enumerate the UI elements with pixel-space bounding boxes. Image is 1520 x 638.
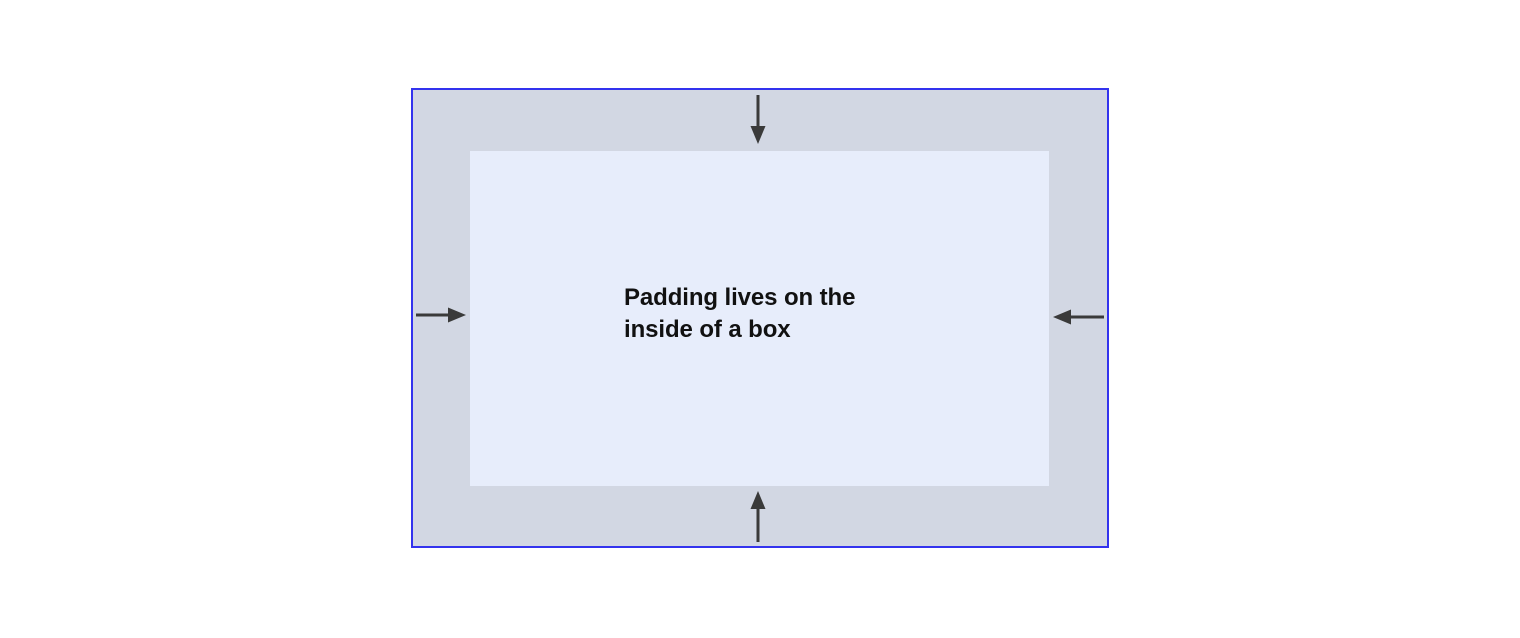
diagram-caption: Padding lives on the inside of a box (624, 284, 856, 343)
content-area-box (470, 151, 1049, 486)
